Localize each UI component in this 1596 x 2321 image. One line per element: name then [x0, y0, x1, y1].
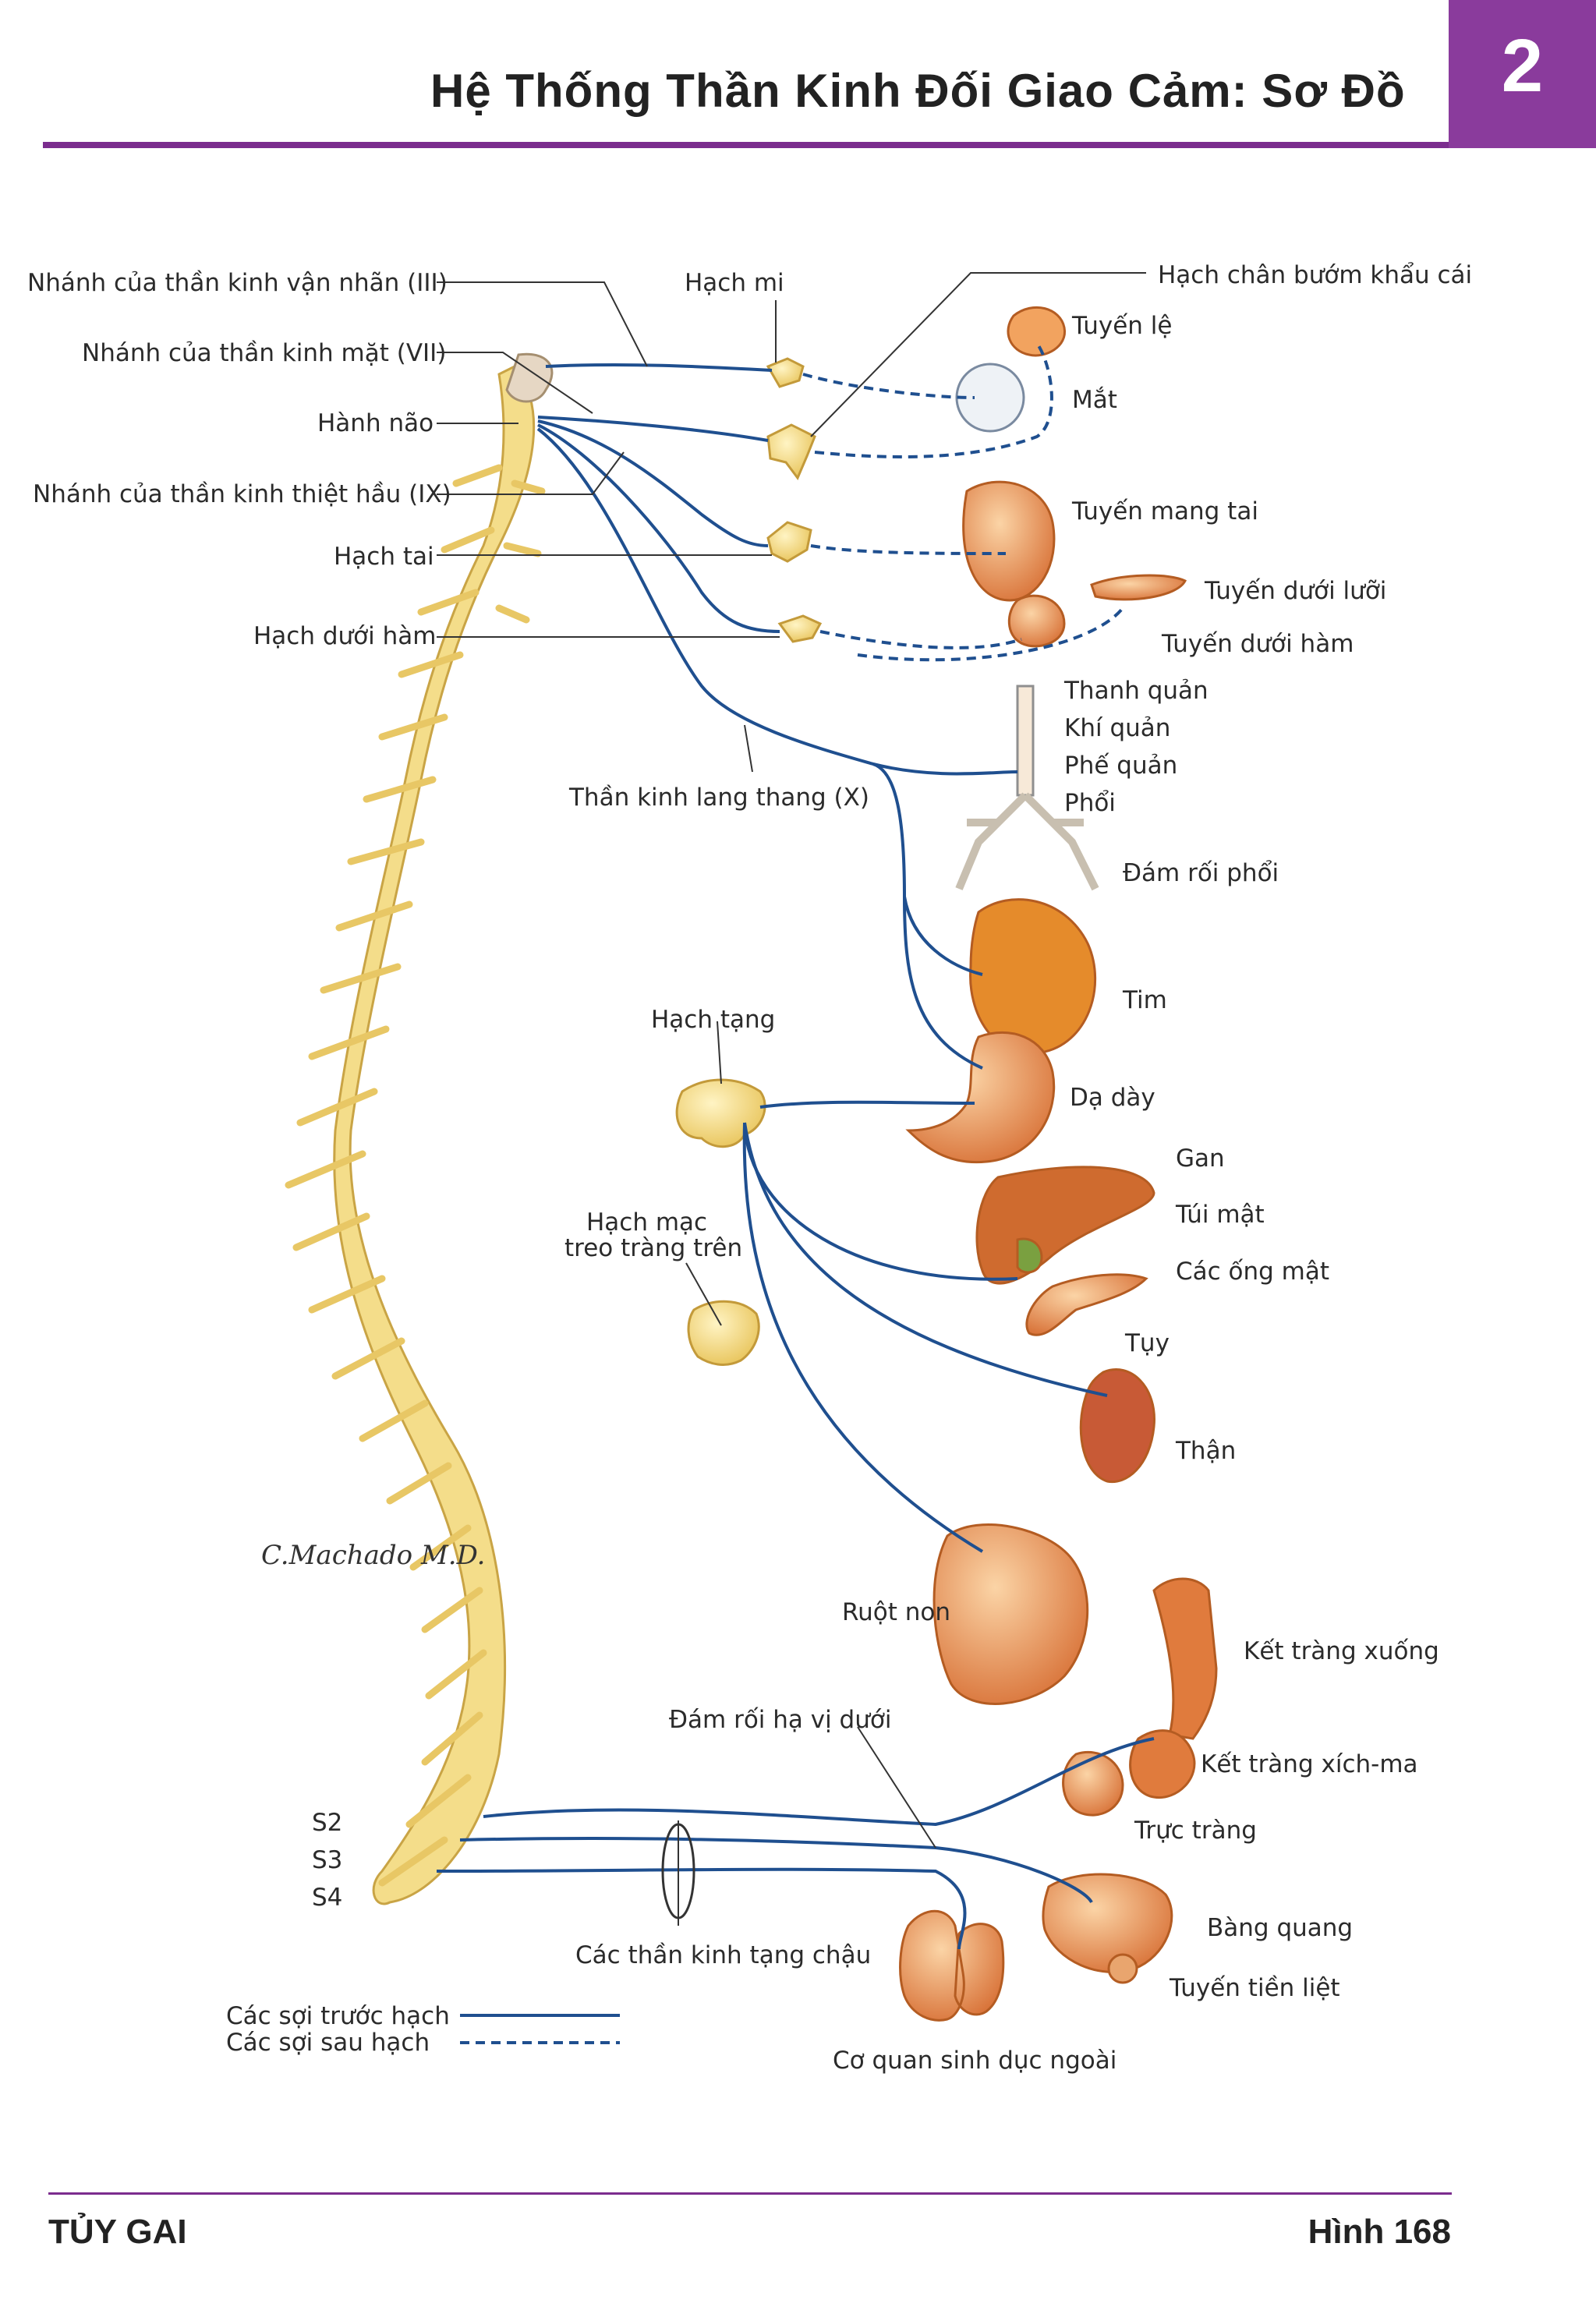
header-rule — [43, 142, 1449, 148]
trachea — [1016, 685, 1035, 797]
label-submandibular-gland: Tuyến dưới hàm — [1162, 630, 1354, 658]
stomach — [905, 1031, 1056, 1164]
spinal-nerves — [285, 464, 546, 1887]
pelvic-splanchnic-loop — [661, 1823, 695, 1919]
label-sup-mesenteric-2: treo tràng trên — [564, 1234, 743, 1262]
kidney — [1079, 1368, 1155, 1484]
label-sigmoid-colon: Kết tràng xích-ma — [1201, 1750, 1418, 1778]
liver — [975, 1166, 1155, 1285]
parotid-gland — [962, 480, 1056, 602]
prostate — [1107, 1953, 1138, 1984]
label-liver: Gan — [1176, 1145, 1225, 1173]
otic-ganglion — [766, 521, 812, 563]
pterygopalatine-ganglion — [766, 423, 816, 480]
label-inf-hypogastric: Đám rối hạ vị dưới — [669, 1706, 892, 1734]
label-larynx: Thanh quản — [1064, 677, 1209, 705]
organs — [899, 306, 1218, 2022]
label-trachea: Khí quản — [1064, 714, 1171, 742]
small-intestine — [932, 1523, 1089, 1705]
label-ciliary-ganglion: Hạch mi — [685, 269, 784, 297]
label-medulla: Hành não — [317, 409, 434, 437]
legend-pre-label: Các sợi trước hạch — [226, 2002, 450, 2030]
label-bladder: Bàng quang — [1207, 1914, 1354, 1942]
descending-colon — [1152, 1577, 1218, 1740]
label-heart: Tim — [1123, 986, 1167, 1014]
label-lungs: Phổi — [1064, 789, 1116, 817]
label-pelvic-splanchnic: Các thần kinh tạng chậu — [575, 1941, 872, 1969]
label-oculomotor: Nhánh của thần kinh vận nhãn (III) — [27, 269, 448, 297]
label-pancreas: Tụy — [1125, 1329, 1170, 1357]
label-bile-ducts: Các ống mật — [1176, 1258, 1330, 1286]
gallbladder — [1016, 1237, 1043, 1274]
footer-section: TỦY GAI — [48, 2213, 187, 2251]
postganglionic-fibers — [802, 341, 1124, 662]
label-bronchi: Phế quản — [1064, 752, 1178, 780]
eye — [955, 363, 1025, 433]
label-vagus: Thần kinh lang thang (X) — [569, 784, 869, 812]
submandibular-gland — [1007, 594, 1066, 648]
celiac-ganglion — [675, 1078, 766, 1148]
external-genitalia — [899, 1909, 1005, 2022]
label-otic-ganglion: Hạch tai — [334, 543, 434, 571]
label-external-genitalia: Cơ quan sinh dục ngoài — [833, 2047, 1117, 2075]
label-gallbladder: Túi mật — [1176, 1201, 1265, 1229]
pancreas — [1025, 1273, 1148, 1336]
label-s2: S2 — [312, 1809, 343, 1837]
label-kidney: Thận — [1176, 1437, 1237, 1465]
legend-post-label: Các sợi sau hạch — [226, 2029, 430, 2057]
label-facial: Nhánh của thần kinh mặt (VII) — [82, 339, 447, 367]
sigmoid-colon — [1129, 1729, 1196, 1799]
ganglia — [675, 357, 823, 1366]
sup-mesenteric-ganglion — [687, 1300, 760, 1366]
label-lacrimal-gland: Tuyến lệ — [1072, 312, 1173, 340]
label-pulmonary-plexus: Đám rối phổi — [1123, 859, 1279, 887]
footer-rule — [48, 2192, 1452, 2195]
label-rectum: Trực tràng — [1134, 1817, 1257, 1845]
lungs-bronchi — [955, 792, 1099, 891]
label-small-intestine: Ruột non — [842, 1598, 951, 1626]
preganglionic-fibers — [436, 363, 1155, 1950]
submandibular-ganglion — [777, 614, 823, 643]
lacrimal-gland — [1007, 306, 1066, 357]
label-submandibular-ganglion: Hạch dưới hàm — [253, 622, 437, 650]
page-title: Hệ Thống Thần Kinh Đối Giao Cảm: Sơ Đồ — [430, 65, 1406, 117]
sublingual-gland — [1090, 574, 1187, 601]
heart — [969, 898, 1097, 1055]
artist-signature: C.Machado M.D. — [261, 1540, 486, 1571]
label-s3: S3 — [312, 1846, 343, 1874]
label-prostate: Tuyến tiền liệt — [1170, 1974, 1340, 2002]
label-parotid-gland: Tuyến mang tai — [1072, 497, 1258, 525]
label-celiac-ganglion: Hạch tạng — [651, 1006, 776, 1034]
chapter-tab: 2 — [1449, 0, 1596, 148]
label-s4: S4 — [312, 1884, 343, 1912]
label-stomach: Dạ dày — [1070, 1084, 1155, 1112]
label-glossopharyngeal: Nhánh của thần kinh thiệt hầu (IX) — [33, 480, 451, 508]
label-sup-mesenteric-1: Hạch mạc — [586, 1208, 708, 1237]
spinal-cord — [333, 352, 554, 1905]
leader-lines — [437, 272, 1146, 1926]
ciliary-ganglion — [766, 357, 805, 388]
rectum — [1062, 1750, 1124, 1817]
label-pterygopalatine-ganglion: Hạch chân bướm khẩu cái — [1158, 261, 1473, 289]
bladder — [1042, 1873, 1173, 1973]
label-sublingual-gland: Tuyến dưới lưỡi — [1205, 577, 1387, 605]
label-descending-colon: Kết tràng xuống — [1244, 1637, 1439, 1665]
footer-figure-number: Hình 168 — [1308, 2213, 1451, 2251]
label-eye: Mắt — [1072, 386, 1117, 414]
